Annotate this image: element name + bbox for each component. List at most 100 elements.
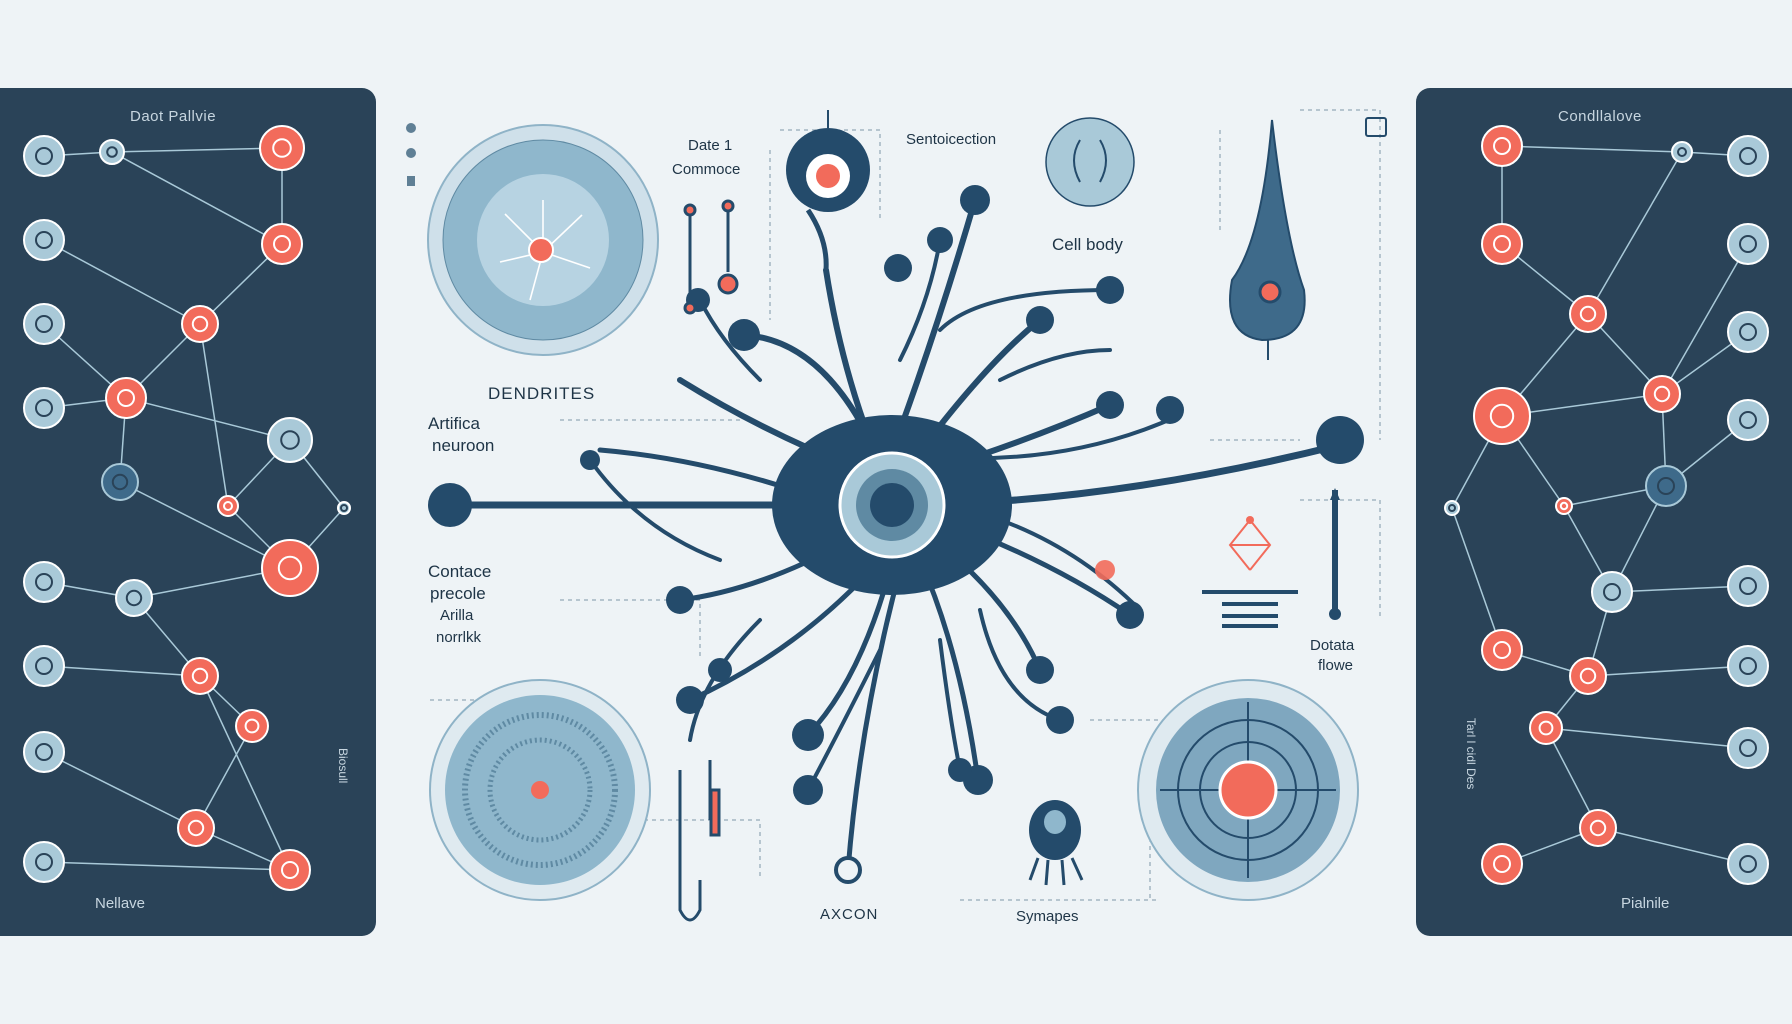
network-edge xyxy=(111,147,283,153)
neuron-soma xyxy=(772,415,1012,595)
network-node xyxy=(1444,500,1460,516)
network-node-active xyxy=(1481,843,1523,885)
network-edge xyxy=(1597,827,1749,865)
left-panel-footer: Nellave xyxy=(95,895,146,912)
network-edge xyxy=(1611,585,1749,593)
network-node-active xyxy=(1473,387,1531,445)
contace-label-line3: Arilla xyxy=(440,607,474,624)
network-node-active xyxy=(261,223,303,265)
network-node-active xyxy=(269,849,311,891)
network-node-active xyxy=(181,657,219,695)
left-network-panel: Daot Pallvie Nellave Biosull xyxy=(0,88,376,936)
network-node xyxy=(23,135,65,177)
network-node xyxy=(23,645,65,687)
network-node-active xyxy=(235,709,269,743)
network-node-active xyxy=(1481,125,1523,167)
contace-label-line4: norrlkk xyxy=(436,629,482,646)
left-network-graph xyxy=(23,125,351,891)
network-node xyxy=(1671,141,1693,163)
synapses-label: Symapes xyxy=(1016,908,1079,925)
data-flow-label-line2: flowe xyxy=(1318,657,1354,674)
sentoicection-label: Sentoicection xyxy=(906,131,997,148)
network-node xyxy=(1727,645,1769,687)
date-label-line2: Commoce xyxy=(672,161,741,178)
left-panel-title: Daot Pallvie xyxy=(130,108,217,125)
network-edge xyxy=(111,151,283,245)
dendrites-label: DENDRITES xyxy=(488,384,596,403)
network-node-active xyxy=(1569,657,1607,695)
artificial-neuron-label-line1: Artifica xyxy=(428,414,480,433)
network-node-active xyxy=(259,125,305,171)
network-node-active xyxy=(261,539,319,597)
network-node-active xyxy=(1481,223,1523,265)
right-panel-side-text: Tarl l cidl Des xyxy=(1464,718,1478,790)
dendrite-cross-section xyxy=(427,124,659,356)
network-node xyxy=(267,417,313,463)
neuron-drop-icon xyxy=(1229,119,1306,360)
left-panel-side-text: Biosull xyxy=(336,748,350,784)
network-node xyxy=(1727,311,1769,353)
network-node xyxy=(23,731,65,773)
network-edge xyxy=(1661,243,1749,395)
network-node-active xyxy=(181,305,219,343)
network-node-active xyxy=(105,377,147,419)
network-edge xyxy=(1587,665,1749,677)
network-edge xyxy=(43,861,291,871)
contace-label-line1: Contace xyxy=(428,562,492,581)
network-edge xyxy=(199,323,229,507)
cell-body-icon xyxy=(1045,117,1135,207)
network-node xyxy=(23,219,65,261)
network-node xyxy=(1727,843,1769,885)
artificial-neuron-label-line2: neuroon xyxy=(432,436,495,455)
network-edge xyxy=(199,675,291,871)
network-edge xyxy=(43,239,201,325)
network-edge xyxy=(1451,507,1503,651)
right-network-graph xyxy=(1444,125,1769,885)
network-node-active xyxy=(1569,295,1607,333)
network-node xyxy=(23,387,65,429)
network-node xyxy=(23,841,65,883)
cell-body-label: Cell body xyxy=(1052,235,1123,254)
network-node-active xyxy=(1481,629,1523,671)
network-node-active xyxy=(217,495,239,517)
network-node xyxy=(1727,565,1769,607)
right-network-panel: Condllalove Pialnile Tarl l cidl Des xyxy=(1416,88,1792,936)
network-node-active xyxy=(1529,711,1563,745)
data-flow-icon xyxy=(1202,488,1341,628)
network-node xyxy=(101,463,139,501)
right-panel-footer: Pialnile xyxy=(1621,895,1670,912)
network-node xyxy=(1727,135,1769,177)
side-icons xyxy=(406,123,416,186)
network-node xyxy=(1591,571,1633,613)
axon-terminal xyxy=(834,856,862,884)
date-label-line1: Date 1 xyxy=(688,137,733,154)
network-node xyxy=(1727,399,1769,441)
network-node-active xyxy=(1643,375,1681,413)
axon-label: AXCON xyxy=(820,906,879,923)
network-edge xyxy=(125,397,291,441)
branch-terminals xyxy=(428,185,1364,805)
network-node xyxy=(23,561,65,603)
network-node-active xyxy=(1555,497,1573,515)
synapse-icon xyxy=(1028,800,1084,886)
network-node xyxy=(23,303,65,345)
data-flow-label-line1: Dotata xyxy=(1310,637,1355,654)
network-node-active xyxy=(177,809,215,847)
electrode-icons xyxy=(678,199,739,922)
network-edge xyxy=(1501,145,1683,153)
network-edge xyxy=(43,665,201,677)
network-node-active xyxy=(1579,809,1617,847)
right-panel-title: Condllalove xyxy=(1558,108,1642,125)
axon-cross-section xyxy=(429,679,651,901)
network-node xyxy=(1727,223,1769,265)
network-edge xyxy=(43,751,197,829)
network-node xyxy=(115,579,153,617)
network-edge xyxy=(195,725,253,829)
network-node xyxy=(1645,465,1687,507)
corner-icon xyxy=(1365,117,1387,137)
network-edge xyxy=(1587,151,1683,315)
receptor-icon xyxy=(786,110,870,271)
network-edge xyxy=(1545,727,1749,749)
network-node xyxy=(99,139,125,165)
